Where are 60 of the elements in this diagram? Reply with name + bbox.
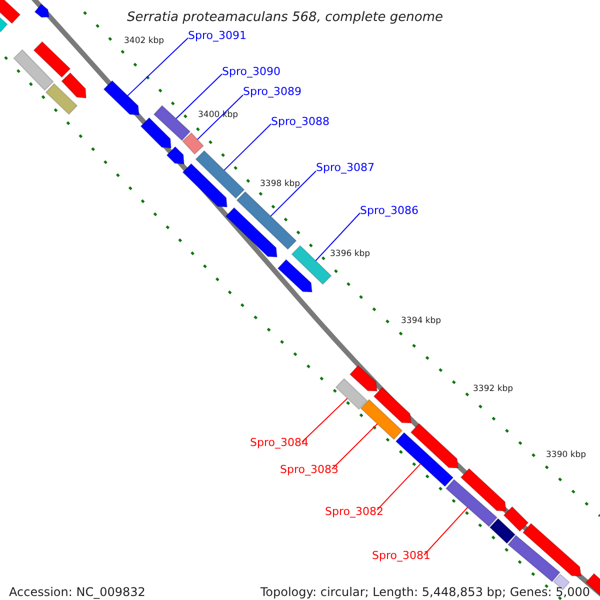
scale-label: 3398 kbp <box>260 180 300 188</box>
gene-bar <box>489 518 516 544</box>
leader-line <box>270 170 316 217</box>
leader-line <box>176 74 222 120</box>
gene-label: Spro_3082 <box>325 506 384 517</box>
gene-bar <box>507 534 561 582</box>
gene-block <box>373 386 412 424</box>
gene-block <box>34 3 50 18</box>
gene-label: Spro_3086 <box>360 205 418 216</box>
gene-bar <box>153 104 191 142</box>
gene-label: Spro_3090 <box>222 66 280 77</box>
gene-label: Spro_3084 <box>250 437 308 448</box>
gene-block <box>61 72 87 99</box>
leader-line <box>315 212 360 262</box>
gene-label: Spro_3083 <box>280 464 338 475</box>
gene-label: Spro_3088 <box>271 116 330 127</box>
gene-block <box>349 364 378 392</box>
gene-bar <box>13 49 54 91</box>
leader-line <box>424 507 468 556</box>
gene-block <box>225 207 278 258</box>
gene-block <box>277 258 313 293</box>
gene-block <box>460 468 507 512</box>
gene-bar <box>0 16 8 32</box>
gene-bar <box>395 432 454 488</box>
genome-info-text: Topology: circular; Length: 5,448,853 bp; Genes: 5,000 <box>260 586 590 598</box>
gene-bar <box>33 41 71 78</box>
gene-label: Spro_3091 <box>188 30 246 41</box>
gene-bar <box>291 245 332 285</box>
gene-block <box>103 80 140 116</box>
gene-block <box>522 522 582 577</box>
leader-line <box>376 463 421 510</box>
gene-label: Spro_3089 <box>243 86 302 97</box>
gene-block <box>410 422 459 469</box>
gene-bar <box>195 150 245 199</box>
gene-label: Spro_3081 <box>372 550 430 561</box>
gene-bar <box>360 398 403 440</box>
scale-label: 3402 kbp <box>124 37 164 46</box>
scale-label: 3394 kbp <box>401 317 442 326</box>
gene-bar <box>182 132 204 155</box>
scale-label: 3396 kbp <box>330 250 370 258</box>
gene-bar <box>45 83 78 115</box>
leader-line <box>332 423 378 470</box>
gene-label: Spro_3087 <box>316 162 374 173</box>
leader-line <box>224 124 272 171</box>
leader-line <box>127 38 188 96</box>
accession-text: Accession: NC_009832 <box>9 586 146 598</box>
gene-bar <box>503 506 529 532</box>
gene-bar <box>445 478 498 528</box>
gene-bar <box>236 191 297 250</box>
title: Serratia proteamaculans 568, complete genome <box>126 11 444 24</box>
gene-block <box>166 146 185 165</box>
gene-bar <box>0 0 21 24</box>
scale-label: 3392 kbp <box>473 385 514 394</box>
scale-label: 3400 kbp <box>198 111 238 120</box>
leader-line <box>196 94 244 140</box>
gene-block <box>182 163 228 208</box>
leader-line <box>302 398 348 442</box>
scale-label: 3390 kbp <box>546 451 586 460</box>
gene-block <box>140 117 172 149</box>
gene-bar <box>335 378 368 410</box>
